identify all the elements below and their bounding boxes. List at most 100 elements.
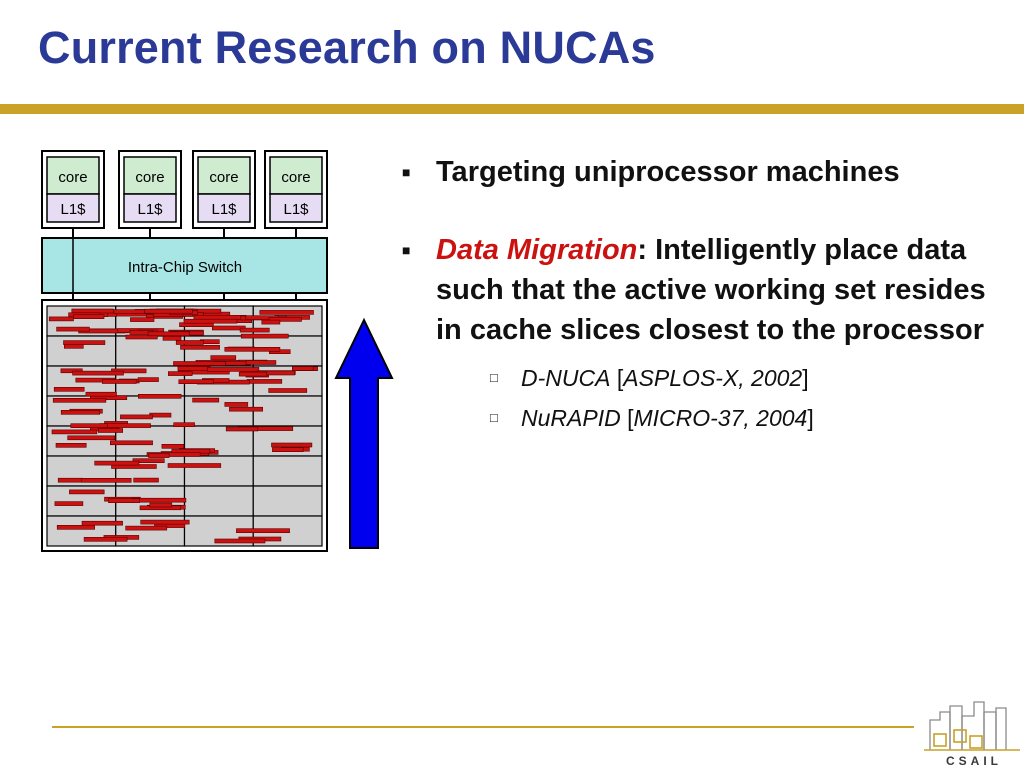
data-block — [60, 368, 83, 374]
bullet-text: : Intelligently place data such that the… — [436, 234, 986, 346]
data-block — [67, 435, 116, 441]
data-block — [210, 355, 237, 360]
bullet-emphasis: Data Migration — [436, 234, 638, 266]
data-block — [110, 440, 153, 446]
core-1: core L1$ — [41, 150, 105, 229]
data-block — [173, 422, 195, 428]
core-label: core — [58, 169, 87, 186]
bracket-close: ] — [807, 405, 814, 431]
l1-cache-label: L1$ — [60, 201, 86, 218]
shared-cache-array — [41, 299, 328, 552]
data-block — [168, 371, 193, 376]
bullet-list: ■ Targeting uniprocessor machines ■ Data… — [398, 152, 1018, 438]
data-block — [54, 501, 84, 506]
data-block — [149, 502, 173, 508]
data-block — [225, 426, 259, 432]
data-block — [214, 538, 266, 544]
square-bullet-icon: ■ — [402, 242, 411, 258]
data-block — [132, 458, 165, 464]
data-block — [224, 346, 281, 352]
data-block — [149, 412, 172, 418]
data-block — [48, 316, 74, 322]
sub-bullet-item: □ NuRAPID [MICRO-37, 2004] — [436, 398, 1018, 438]
intra-chip-switch: Intra-Chip Switch — [41, 237, 328, 294]
data-block — [138, 393, 182, 399]
data-block — [207, 367, 260, 372]
data-block — [259, 310, 314, 315]
logo-text: CSAIL — [946, 754, 1002, 768]
switch-label: Intra-Chip Switch — [128, 259, 242, 276]
data-block — [133, 477, 159, 483]
data-block — [140, 519, 190, 525]
core-label: core — [281, 169, 310, 186]
data-block — [71, 308, 114, 314]
data-block — [229, 406, 263, 412]
data-block — [81, 520, 123, 526]
sub-bullet-item: □ D-NUCA [ASPLOS-X, 2002] — [436, 358, 1018, 398]
csail-logo: CSAIL — [924, 701, 1020, 768]
hollow-square-bullet-icon: □ — [490, 410, 498, 425]
data-block — [245, 360, 277, 365]
data-block — [60, 409, 101, 415]
data-block — [56, 524, 96, 530]
bracket-close: ] — [802, 365, 809, 391]
data-block — [161, 443, 185, 449]
data-block — [291, 366, 314, 371]
data-block — [55, 442, 87, 448]
data-block — [125, 525, 168, 531]
cache-slice — [252, 485, 323, 517]
citation: MICRO-37, 2004 — [633, 405, 808, 431]
migration-arrow — [334, 317, 394, 549]
title-divider — [0, 104, 1024, 114]
data-block — [268, 317, 302, 322]
data-block — [183, 318, 238, 324]
data-block — [98, 428, 124, 433]
data-block — [268, 388, 308, 393]
bracket-open: [ — [620, 405, 634, 431]
data-block — [83, 536, 128, 542]
data-block — [69, 489, 105, 495]
data-block — [80, 477, 132, 483]
bullet-item: ■ Targeting uniprocessor machines — [398, 152, 1018, 192]
nuca-diagram: core L1$ core L1$ core L1$ core L1$ Intr… — [41, 150, 394, 552]
l1-cache-label: L1$ — [283, 201, 309, 218]
core-2: core L1$ — [118, 150, 182, 229]
cache-slice — [115, 395, 186, 427]
data-block — [173, 361, 226, 366]
data-block — [238, 371, 268, 377]
footer-divider — [52, 726, 914, 728]
data-block — [102, 379, 137, 384]
data-block — [72, 370, 124, 376]
citation: ASPLOS-X, 2002 — [623, 365, 803, 391]
data-block — [51, 429, 98, 435]
data-block — [73, 314, 105, 320]
slide-title: Current Research on NUCAs — [38, 22, 656, 73]
data-block — [177, 366, 211, 371]
scheme-name: NuRAPID — [521, 405, 621, 431]
data-block — [147, 331, 190, 337]
bullet-item: ■ Data Migration: Intelligently place da… — [398, 230, 1018, 438]
data-block — [236, 528, 290, 534]
data-blocks — [48, 308, 318, 544]
data-block — [178, 379, 214, 385]
data-block — [57, 477, 83, 483]
data-block — [85, 391, 117, 397]
core-3: core L1$ — [192, 150, 256, 229]
data-block — [180, 344, 220, 350]
scheme-name: D-NUCA — [521, 365, 611, 391]
data-block — [120, 414, 153, 420]
core-switch-links — [72, 228, 297, 238]
data-block — [246, 379, 283, 384]
data-block — [94, 460, 140, 466]
data-block — [240, 333, 289, 339]
data-block — [108, 498, 140, 504]
l1-cache-label: L1$ — [137, 201, 163, 218]
data-block — [271, 442, 313, 448]
data-block — [125, 334, 158, 340]
core-4: core L1$ — [264, 150, 328, 229]
data-block — [146, 452, 201, 457]
data-block — [192, 397, 220, 403]
data-block — [261, 319, 281, 325]
data-block — [131, 497, 187, 503]
data-block — [70, 423, 108, 429]
